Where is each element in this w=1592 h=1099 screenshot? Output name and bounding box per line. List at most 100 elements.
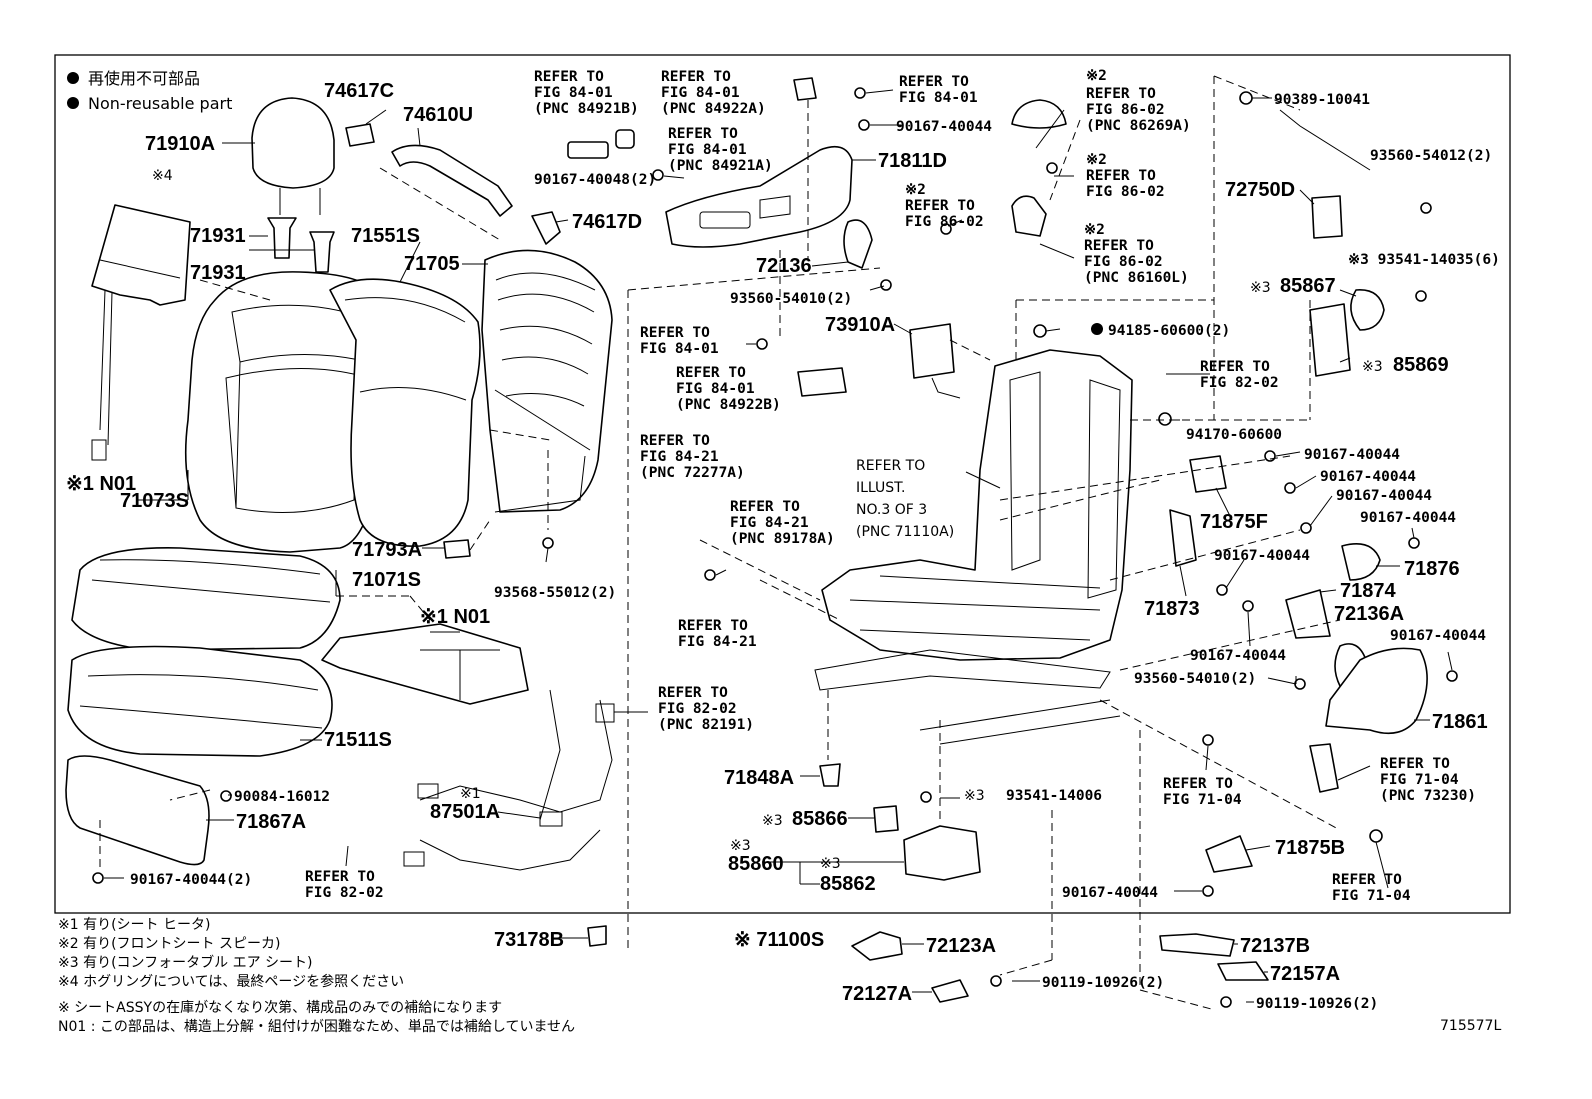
label-mark3-85862: ※3 <box>820 856 841 872</box>
pn-90119-10926-b: 90119-10926(2) <box>1256 996 1378 1012</box>
label-71511S: 71511S <box>324 729 392 751</box>
pn-90167-40044-i: 90167-40044 <box>1062 885 1158 901</box>
module-85860-shape <box>903 825 981 881</box>
pn-90389-10041: 90389-10041 <box>1274 92 1370 108</box>
diagram-frame <box>54 54 1511 914</box>
label-72157A: 72157A <box>1270 963 1340 985</box>
label-74617D: 74617D <box>572 211 642 233</box>
label-71867A: 71867A <box>236 811 306 833</box>
switch-84921a-shape <box>615 129 635 149</box>
back-board-shape <box>481 249 613 513</box>
label-85860: 85860 <box>728 853 784 875</box>
label-71873: 71873 <box>1144 598 1200 620</box>
label-74610U: 74610U <box>403 104 473 126</box>
heater-pad-seat-shape <box>321 623 529 705</box>
lumbar-73910a-shape <box>909 323 955 379</box>
side-cover-71861-shape <box>1325 647 1428 735</box>
parts-drawing <box>65 77 1458 1008</box>
guide-71931-upper-shape <box>267 217 297 259</box>
label-85869: 85869 <box>1393 354 1449 376</box>
pn-90167-40044-b: 90167-40044 <box>1304 447 1400 463</box>
label-n01-back: ※1 N01 <box>66 473 136 495</box>
label-71874: 71874 <box>1340 580 1396 602</box>
label-mark3-85860: ※3 <box>730 838 751 854</box>
label-85862: 85862 <box>820 873 876 895</box>
label-n01-seat: ※1 N01 <box>420 606 490 628</box>
label-85867: 85867 <box>1280 275 1336 297</box>
bracket-71873-shape <box>1169 509 1197 567</box>
pn-mark3-93541: ※3 <box>964 788 985 804</box>
label-87501A: 87501A <box>430 801 500 823</box>
wire-harness-shape <box>419 689 613 871</box>
pnc-labels: 74617C 74610U 71910A ※4 71931 71931 7155… <box>66 80 1488 1005</box>
nonreusable-dot-icon <box>67 72 79 84</box>
pn-90167-40044-h: 90167-40044 <box>1390 628 1486 644</box>
side-shield-shape <box>665 145 853 248</box>
switch-84922b-shape <box>797 367 847 397</box>
label-72137B: 72137B <box>1240 935 1310 957</box>
label-71931-a: 71931 <box>190 225 246 247</box>
pn-90167-40044-a: 90167-40044 <box>896 119 992 135</box>
label-73910A: 73910A <box>825 314 895 336</box>
label-71811D: 71811D <box>878 150 947 172</box>
speaker-cover-shape <box>1011 99 1067 129</box>
valve-85866-shape <box>873 805 899 833</box>
footnote-2: ※2 有り(フロントシート スピーカ) <box>58 936 280 952</box>
cover-72127a-shape <box>931 979 969 1003</box>
cap-71848a-shape <box>819 763 841 787</box>
label-mark3-85866: ※3 <box>762 813 783 829</box>
nonreusable-dot-icon <box>1091 323 1103 335</box>
pn-94170-60600: 94170-60600 <box>1186 427 1282 443</box>
pn-90167-40044-2: 90167-40044(2) <box>130 872 252 888</box>
pn-90084-16012: 90084-16012 <box>234 789 330 805</box>
pn-90167-40044-d: 90167-40044 <box>1336 488 1432 504</box>
pn-93568-55012: 93568-55012(2) <box>494 585 616 601</box>
legend-nonreusable-jp: 再使用不可部品 <box>88 69 200 88</box>
speaker-shape <box>1011 195 1047 237</box>
pn-90167-40044-e: 90167-40044 <box>1360 510 1456 526</box>
cover-72157a-shape <box>1217 961 1269 981</box>
switch-84921b-shape <box>567 141 609 159</box>
cover-72123a-shape <box>851 931 903 961</box>
label-74617C: 74617C <box>324 80 394 102</box>
strap-74610u-shape <box>391 144 513 217</box>
label-72136A: 72136A <box>1334 603 1404 625</box>
label-72123A: 72123A <box>926 935 996 957</box>
footnote-3: ※3 有り(コンフォータブル エア シート) <box>58 954 313 971</box>
pn-93541-14006: 93541-14006 <box>1006 788 1102 804</box>
label-71931-b: 71931 <box>190 262 246 284</box>
bracket-71875f-shape <box>1189 455 1227 493</box>
label-71910A: 71910A <box>145 133 215 155</box>
bolt-icons <box>92 87 1458 1008</box>
buckle-73230-shape <box>1309 743 1339 793</box>
clip-73178b-shape <box>587 925 607 947</box>
footnote-1: ※1 有り(シート ヒータ) <box>58 917 210 933</box>
cover-71876-shape <box>1341 543 1381 581</box>
clip-74617d-shape <box>531 211 561 245</box>
label-71705: 71705 <box>404 253 460 275</box>
label-85866: 85866 <box>792 808 848 830</box>
motor-72750d-shape <box>1311 195 1343 239</box>
label-71848A: 71848A <box>724 767 794 789</box>
seat-frame-shape <box>821 349 1133 661</box>
pump-85869-shape <box>1309 303 1351 377</box>
pn-93541-14035: ※3 93541-14035(6) <box>1348 252 1500 268</box>
headrest-shape <box>251 97 335 189</box>
legend-nonreusable-en: Non-reusable part <box>88 94 232 113</box>
cushion-pad-shape <box>67 645 333 757</box>
pn-93560-54012: 93560-54012(2) <box>1370 148 1492 164</box>
pn-90167-40044-g: 90167-40044 <box>1190 648 1286 664</box>
pn-94185-60600: 94185-60600(2) <box>1108 323 1230 339</box>
